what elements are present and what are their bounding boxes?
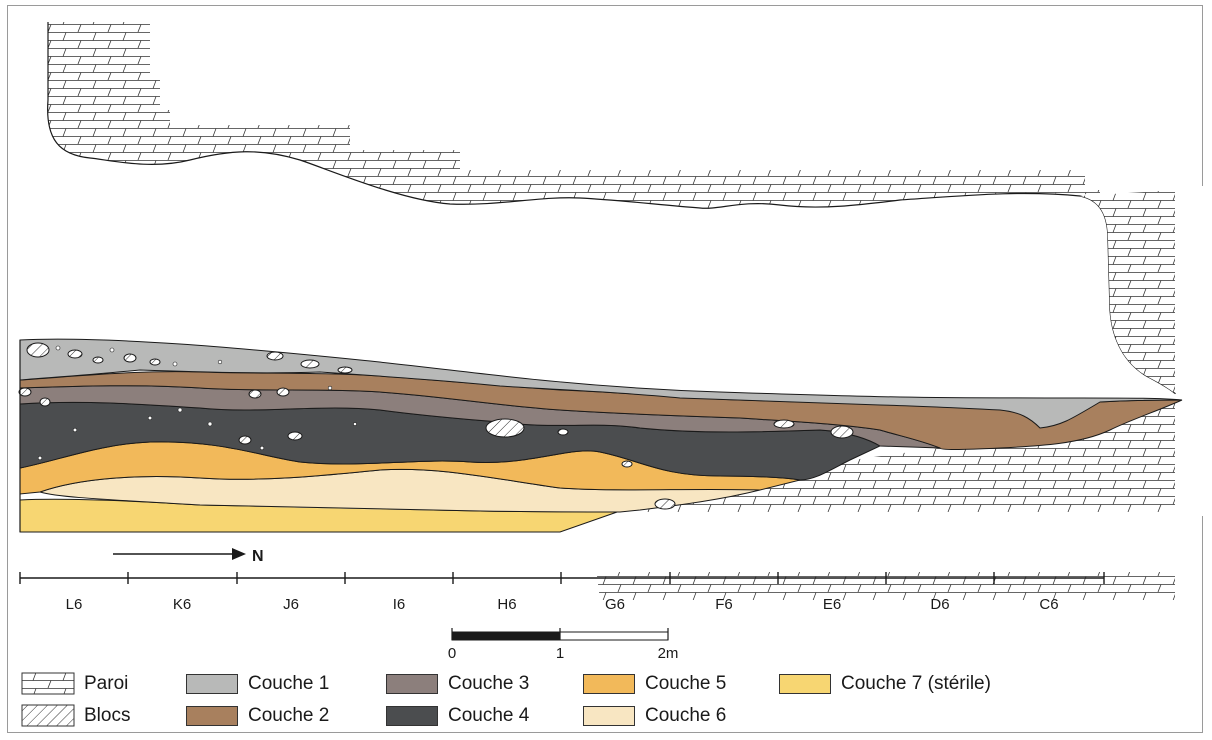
grid-axis — [19, 572, 1105, 584]
north-arrow — [113, 548, 246, 560]
legend-swatch-blocs — [21, 704, 75, 727]
legend-label-couche-4: Couche 4 — [448, 705, 530, 726]
legend-swatch-couche-3 — [386, 674, 438, 694]
legend-swatch-couche-6 — [583, 706, 635, 726]
grid-label-g6: G6 — [605, 596, 625, 613]
legend-swatch-couche-7 — [779, 674, 831, 694]
legend-item-couche-6: Couche 6 — [583, 704, 726, 728]
legend-label-couche-5: Couche 5 — [645, 673, 727, 694]
legend-label-couche-7: Couche 7 (stérile) — [841, 673, 991, 694]
grid-label-k6: K6 — [173, 596, 191, 613]
scale-label-0: 0 — [448, 645, 456, 662]
scale-bar — [451, 628, 669, 641]
legend-item-paroi: Paroi — [84, 672, 128, 696]
legend-label-paroi: Paroi — [84, 673, 129, 694]
legend-label-couche-6: Couche 6 — [645, 705, 727, 726]
legend-label-blocs: Blocs — [84, 705, 131, 726]
legend-item-couche-7: Couche 7 (stérile) — [779, 672, 991, 696]
grid-label-c6: C6 — [1039, 596, 1058, 613]
legend-label-couche-1: Couche 1 — [248, 673, 330, 694]
wall-ceiling-outline — [47, 22, 1183, 401]
scale-label-1: 1 — [556, 645, 564, 662]
legend-item-couche-1: Couche 1 — [186, 672, 329, 696]
grid-label-h6: H6 — [497, 596, 516, 613]
grid-label-i6: I6 — [393, 596, 406, 613]
legend-item-couche-5: Couche 5 — [583, 672, 726, 696]
legend-item-couche-3: Couche 3 — [386, 672, 529, 696]
small-inclusions — [37, 345, 357, 461]
legend-item-blocs: Blocs — [84, 704, 130, 728]
grid-label-e6: E6 — [823, 596, 841, 613]
wall-ceiling-left — [47, 22, 1100, 209]
legend-swatch-couche-5 — [583, 674, 635, 694]
block-stones — [18, 342, 854, 510]
legend-label-couche-3: Couche 3 — [448, 673, 530, 694]
north-label: N — [252, 548, 264, 565]
grid-label-l6: L6 — [66, 596, 83, 613]
grid-label-d6: D6 — [930, 596, 949, 613]
scale-label-2m: 2m — [658, 645, 679, 662]
legend-item-couche-2: Couche 2 — [186, 704, 329, 728]
legend-swatch-couche-1 — [186, 674, 238, 694]
legend-swatch-paroi — [21, 672, 75, 695]
legend-item-couche-4: Couche 4 — [386, 704, 529, 728]
grid-label-j6: J6 — [283, 596, 299, 613]
legend-swatch-couche-2 — [186, 706, 238, 726]
legend-label-couche-2: Couche 2 — [248, 705, 330, 726]
legend-swatch-couche-4 — [386, 706, 438, 726]
wall-right — [590, 190, 1182, 600]
grid-label-f6: F6 — [715, 596, 733, 613]
